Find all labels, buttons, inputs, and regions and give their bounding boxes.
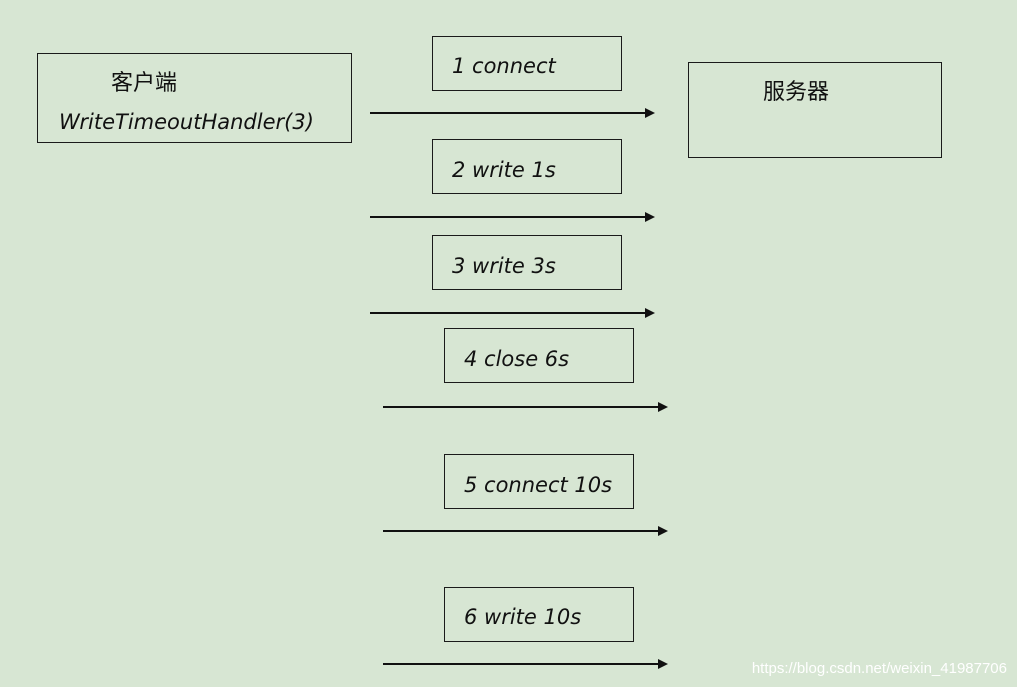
step-1-label: 1 connect: [452, 54, 556, 78]
step-1-arrow: [370, 108, 655, 118]
step-2-label: 2 write 1s: [452, 158, 556, 182]
server-box: 服务器: [688, 62, 942, 158]
client-handler-label: WriteTimeoutHandler(3): [59, 110, 314, 134]
client-box: 客户端 WriteTimeoutHandler(3): [37, 53, 352, 143]
step-4-arrow: [383, 402, 668, 412]
step-3-label: 3 write 3s: [452, 254, 556, 278]
step-4-box: 4 close 6s: [444, 328, 634, 383]
client-title: 客户端: [111, 71, 178, 96]
step-5-box: 5 connect 10s: [444, 454, 634, 509]
step-6-arrow: [383, 659, 668, 669]
step-3-arrow: [370, 308, 655, 318]
step-5-arrow: [383, 526, 668, 536]
step-6-box: 6 write 10s: [444, 587, 634, 642]
step-6-label: 6 write 10s: [464, 605, 582, 629]
step-3-box: 3 write 3s: [432, 235, 622, 290]
step-2-arrow: [370, 212, 655, 222]
step-5-label: 5 connect 10s: [464, 473, 613, 497]
step-1-box: 1 connect: [432, 36, 622, 91]
step-4-label: 4 close 6s: [464, 347, 570, 371]
server-title: 服务器: [763, 80, 830, 105]
watermark-text: https://blog.csdn.net/weixin_41987706: [751, 660, 1007, 677]
step-2-box: 2 write 1s: [432, 139, 622, 194]
